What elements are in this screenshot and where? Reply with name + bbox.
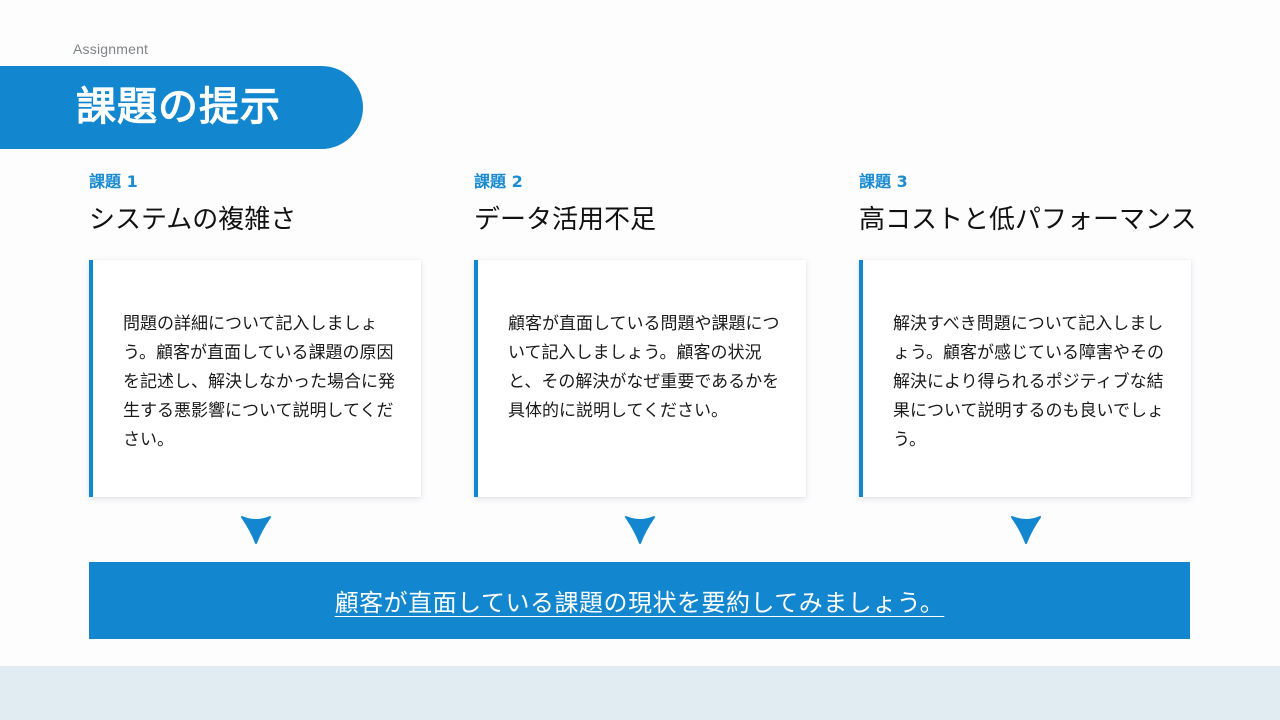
issue-card: 顧客が直面している問題や課題について記入しましょう。顧客の状況と、その解決がなぜ… [474,260,806,497]
issue-column-1: 課題 1 システムの複雑さ 問題の詳細について記入しましょう。顧客が直面している… [89,170,421,497]
issue-heading: 高コストと低パフォーマンス [859,205,1197,235]
issue-column-2: 課題 2 データ活用不足 顧客が直面している問題や課題について記入しましょう。顧… [474,170,806,497]
issue-label: 課題 2 [474,172,523,191]
issue-heading: システムの複雑さ [89,205,297,235]
issue-heading: データ活用不足 [474,205,657,235]
issue-card: 解決すべき問題について記入しましょう。顧客が感じている障害やその解決により得られ… [859,260,1191,497]
issue-body: 顧客が直面している問題や課題について記入しましょう。顧客の状況と、その解決がなぜ… [508,314,780,421]
eyebrow-label: Assignment [73,41,149,57]
issue-body: 解決すべき問題について記入しましょう。顧客が感じている障害やその解決により得られ… [893,314,1164,450]
chevron-down-icon [241,516,271,544]
issue-label: 課題 1 [89,172,138,191]
issue-body: 問題の詳細について記入しましょう。顧客が直面している課題の原因を記述し、解決しな… [123,314,395,450]
summary-banner: 顧客が直面している課題の現状を要約してみましょう。 [89,562,1190,639]
title-banner: 課題の提示 [0,66,363,149]
footer-band [0,666,1280,720]
summary-link[interactable]: 顧客が直面している課題の現状を要約してみましょう。 [334,589,945,617]
issue-column-3: 課題 3 高コストと低パフォーマンス 解決すべき問題について記入しましょう。顧客… [859,170,1197,497]
issue-label: 課題 3 [859,172,908,191]
chevron-down-icon [625,516,655,544]
page-title: 課題の提示 [76,84,281,130]
chevron-down-icon [1011,516,1041,544]
issue-card: 問題の詳細について記入しましょう。顧客が直面している課題の原因を記述し、解決しな… [89,260,421,497]
